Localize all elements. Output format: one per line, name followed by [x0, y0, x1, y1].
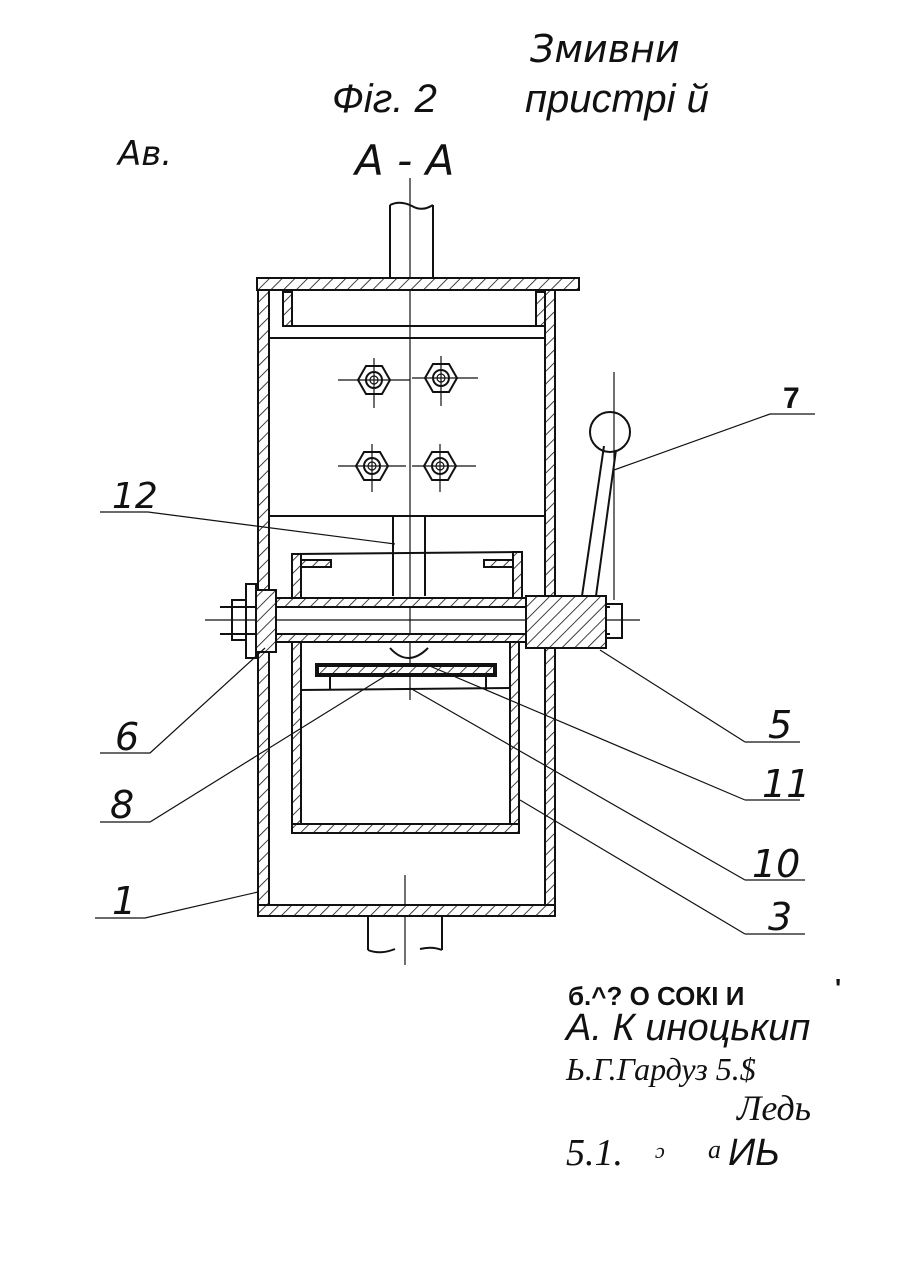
signature-line-4: Ледь — [736, 1088, 811, 1128]
callout-5: 5 — [768, 703, 792, 747]
signature-line-1-mark: ' — [835, 973, 841, 1003]
bolt-bottom-left — [338, 444, 406, 492]
callout-1: 1 — [112, 879, 136, 923]
callout-7: 7 — [783, 382, 800, 415]
upper-cup — [292, 552, 523, 598]
callout-11: 11 — [762, 762, 810, 806]
callout-6: 6 — [115, 715, 139, 759]
signature-line-3: Ь.Г.Гардуз 5.$ — [565, 1051, 756, 1087]
callout-10: 10 — [752, 842, 800, 886]
valve-stem — [393, 516, 425, 596]
author-mark: Ав. — [116, 134, 172, 174]
callout-12: 12 — [112, 476, 158, 517]
signature-line-5d: ИЬ — [728, 1132, 780, 1174]
title-handwritten: Змивни — [530, 27, 680, 71]
signature-line-5b: ɔ — [655, 1138, 665, 1163]
lever-handle — [582, 372, 630, 600]
title-printed: пристрі й — [525, 77, 709, 121]
signature-line-2: А. К иноцькип — [564, 1007, 810, 1049]
valve-disc — [300, 648, 510, 690]
inlet-pipe — [390, 203, 433, 280]
figure-label: Фіг. 2 — [332, 77, 437, 121]
bolt-bottom-right — [412, 444, 476, 492]
bolt-top-right — [412, 356, 478, 406]
shaft-assembly — [205, 584, 640, 658]
callout-3: 3 — [768, 895, 792, 939]
section-label: А - А — [352, 136, 454, 185]
signature-line-5a: 5.1. — [566, 1132, 623, 1174]
bolt-top-left — [338, 358, 410, 408]
callout-8: 8 — [110, 783, 134, 827]
signature-line-5c: a — [708, 1135, 721, 1164]
